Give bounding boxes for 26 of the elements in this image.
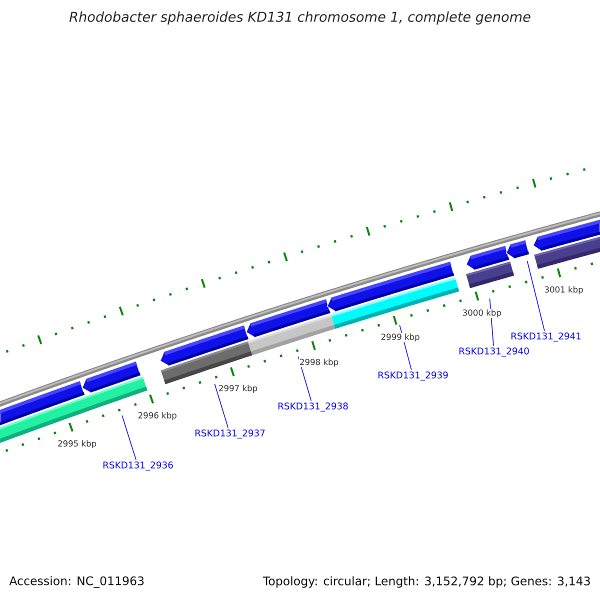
- leader-line: [122, 415, 136, 460]
- gene-label: RSKD131_2938: [278, 402, 348, 412]
- gene-label: RSKD131_2941: [511, 332, 581, 342]
- leader-line: [298, 356, 312, 402]
- title: Rhodobacter sphaeroides KD131 chromosome 1, complete genome: [69, 11, 530, 25]
- scale-label: 3001 kbp: [544, 286, 584, 295]
- scale-label: 2996 kbp: [137, 411, 178, 421]
- gene-label: RSKD131_2939: [378, 372, 448, 380]
- scale-label: 3000 kbp: [462, 308, 502, 318]
- leader-line: [526, 260, 545, 332]
- gene-block: [246, 298, 331, 338]
- gene-block: [326, 261, 455, 312]
- gene-label: RSKD131_2936: [103, 462, 173, 470]
- leader-line: [214, 384, 229, 428]
- gene-block: [506, 240, 530, 259]
- scale-label: 2995 kbp: [56, 440, 98, 449]
- gene-label: RSKD131_2940: [459, 348, 529, 356]
- footer-text: Topology: circular; Length: 3,152,792 bp; Genes: 3,143: [262, 576, 590, 588]
- scale-label: 2997 kbp: [218, 384, 258, 394]
- gene-block: [532, 219, 600, 252]
- gene-label: RSKD131_2937: [195, 430, 265, 438]
- footer-text: Accession: NC_011963: [9, 576, 144, 588]
- scale-label: 2998 kbp: [298, 358, 340, 368]
- gene-block: [0, 380, 86, 426]
- gene-block: [466, 245, 510, 270]
- gene-block: [160, 324, 249, 366]
